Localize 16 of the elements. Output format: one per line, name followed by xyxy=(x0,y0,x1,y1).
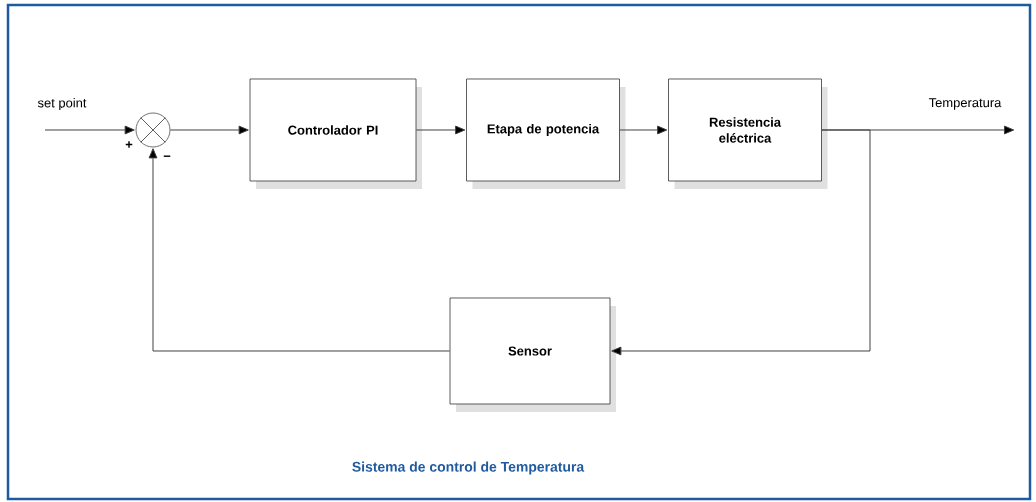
caption: Sistema de control de Temperatura xyxy=(352,461,585,475)
signal-label: Temperatura xyxy=(928,98,1002,110)
sign-label: − xyxy=(163,155,171,157)
arrow xyxy=(415,125,466,135)
arrow xyxy=(148,148,451,352)
arrow xyxy=(169,125,249,135)
signal-label: set point xyxy=(37,97,87,111)
block-box: Sensor xyxy=(449,297,616,412)
arrow xyxy=(619,125,668,135)
sign-label: + xyxy=(125,141,133,148)
arrow xyxy=(44,125,135,135)
block-box: Etapa de potencia xyxy=(466,78,626,189)
block-box: Controlador PI xyxy=(249,78,422,189)
arrow xyxy=(611,129,871,356)
summing-junction xyxy=(135,112,171,148)
block-box: Resistencia eléctrica xyxy=(668,78,828,189)
